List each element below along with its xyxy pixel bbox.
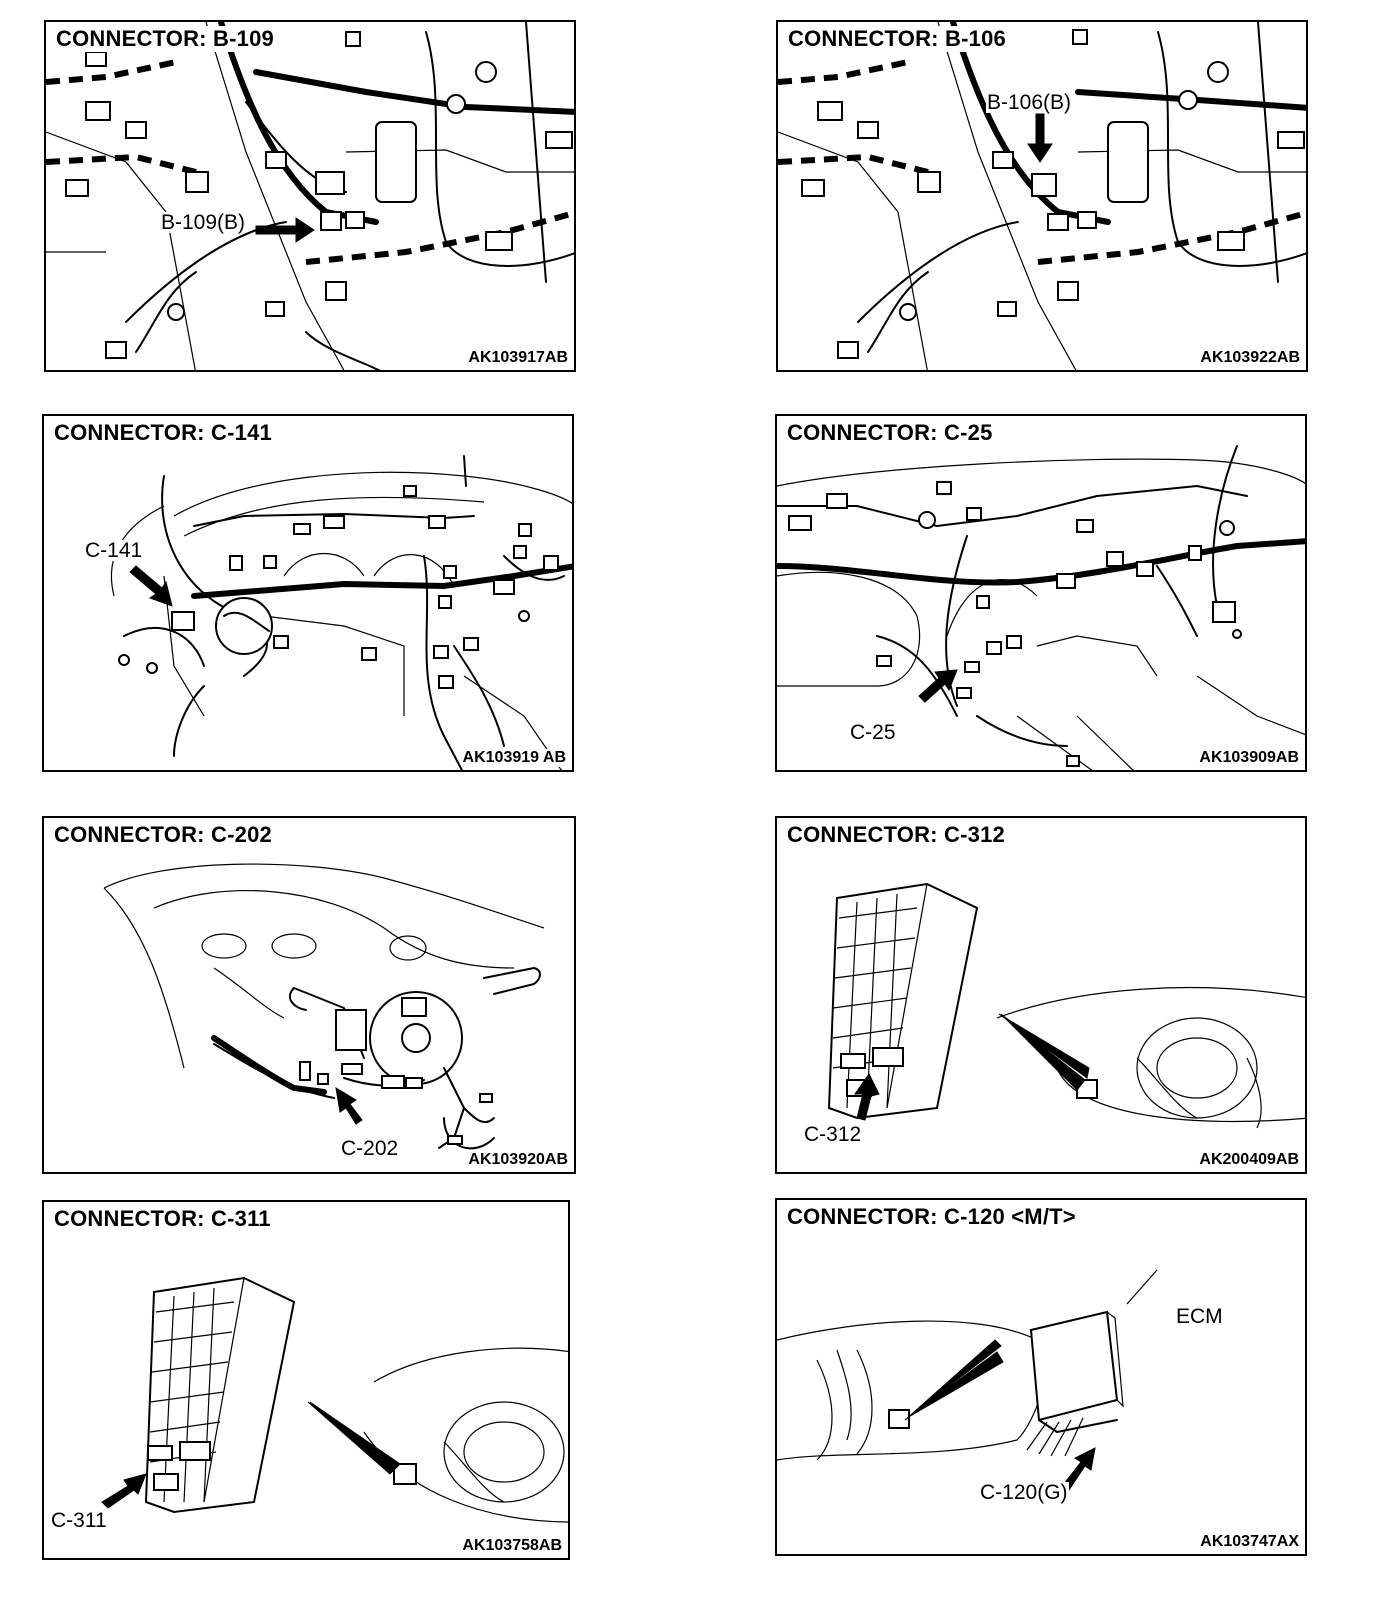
c202-title: CONNECTOR: C-202 [52, 822, 274, 848]
connector-c311-panel: CONNECTOR: C-311 C-311 AK103758AB [42, 1200, 570, 1560]
c202-callout-label: C-202 [340, 1137, 400, 1160]
b106-harness-drawing [778, 22, 1306, 370]
c311-junction-block-drawing [101, 1276, 568, 1523]
connector-b109-panel: CONNECTOR: B-109 B-109(B) AK103917AB [44, 20, 576, 372]
c120-title: CONNECTOR: C-120 <M/T> [785, 1204, 1078, 1230]
b109-callout-label: B-109(B) [160, 211, 247, 234]
connector-b106-panel: CONNECTOR: B-106 B-106(B) AK103922AB [776, 20, 1308, 372]
c25-figure-code: AK103909AB [1197, 749, 1301, 767]
connector-c312-panel: CONNECTOR: C-312 C-312 AK200409AB [775, 816, 1307, 1174]
c312-title: CONNECTOR: C-312 [785, 822, 1007, 848]
b109-harness-drawing [46, 22, 574, 370]
c120-ecm-drawing [777, 1269, 1158, 1497]
c25-title: CONNECTOR: C-25 [785, 420, 995, 446]
c25-callout-label: C-25 [849, 721, 897, 744]
ecm-label: ECM [1175, 1305, 1224, 1328]
b106-title: CONNECTOR: B-106 [786, 26, 1008, 52]
connector-c25-panel: CONNECTOR: C-25 C-25 AK103909AB [775, 414, 1307, 772]
b106-figure-code: AK103922AB [1198, 349, 1302, 367]
connector-c202-panel: CONNECTOR: C-202 C-202 AK103920AB [42, 816, 576, 1174]
b109-title: CONNECTOR: B-109 [54, 26, 276, 52]
c202-figure-code: AK103920AB [466, 1151, 570, 1169]
c120-figure-code: AK103747AX [1198, 1533, 1301, 1551]
c141-figure-code: AK103919 AB [460, 749, 568, 767]
c312-figure-code: AK200409AB [1197, 1151, 1301, 1169]
c25-dashboard-drawing [777, 445, 1305, 770]
c202-column-switch-drawing [103, 863, 545, 1150]
connector-c120-panel: CONNECTOR: C-120 <M/T> ECM C-120(G) AK10… [775, 1198, 1307, 1556]
c141-callout-label: C-141 [84, 539, 144, 562]
connector-c141-panel: CONNECTOR: C-141 C-141 AK103919 AB [42, 414, 574, 772]
c312-callout-label: C-312 [803, 1123, 863, 1146]
c311-figure-code: AK103758AB [460, 1537, 564, 1555]
c311-callout-label: C-311 [50, 1509, 108, 1532]
c141-title: CONNECTOR: C-141 [52, 420, 274, 446]
c312-junction-block-drawing [827, 882, 1305, 1129]
b106-callout-label: B-106(B) [986, 91, 1073, 114]
c141-dashboard-drawing [110, 455, 572, 770]
c120-callout-label: C-120(G) [979, 1481, 1069, 1504]
b109-figure-code: AK103917AB [466, 349, 570, 367]
c311-title: CONNECTOR: C-311 [52, 1206, 273, 1232]
